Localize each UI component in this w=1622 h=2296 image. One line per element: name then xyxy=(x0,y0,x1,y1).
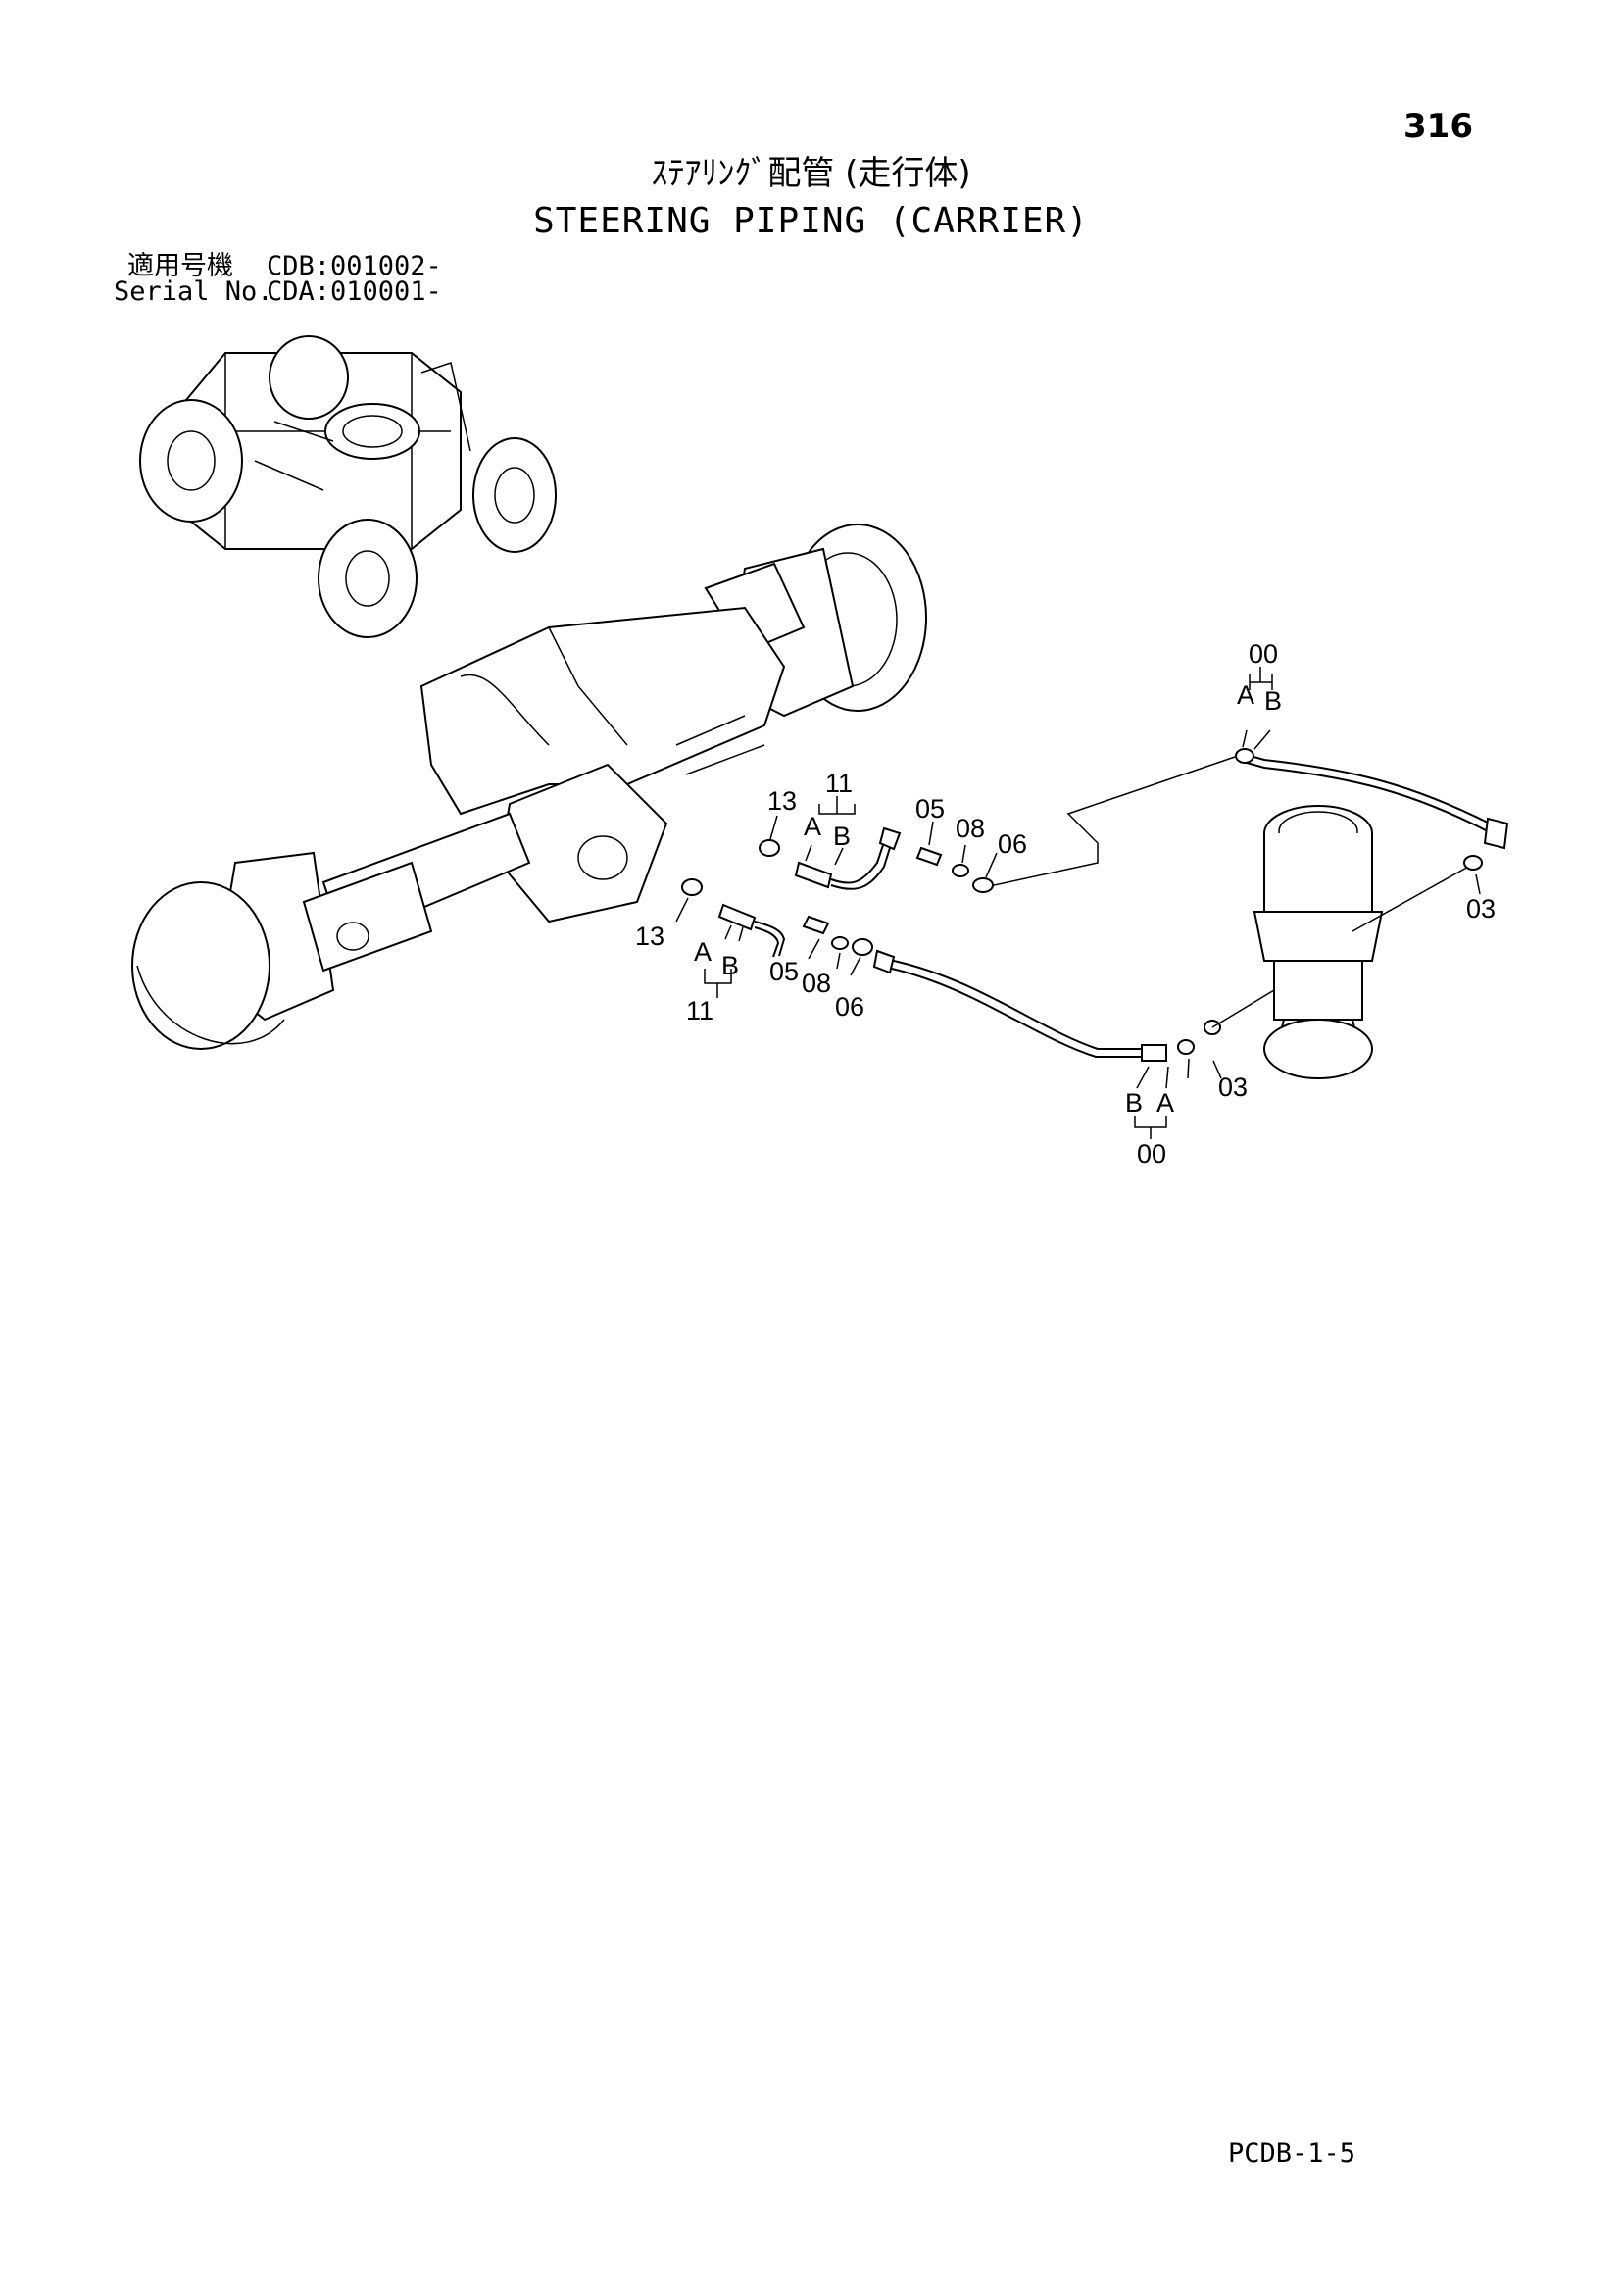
callout-right-elbow: 03 xyxy=(1466,894,1496,923)
callout-lower-oring: 08 xyxy=(802,969,831,998)
serial-label-jp: 適用号機 xyxy=(127,251,233,281)
swivel-joint-illustration xyxy=(1253,805,1384,1079)
callout-upper-oring: 08 xyxy=(956,814,985,843)
callout-upper-nut2: 06 xyxy=(998,829,1027,859)
serial-value-cda: CDA:010001- xyxy=(267,276,442,307)
callout-upper-fitting-group: 11 xyxy=(825,769,853,798)
callout-lower-nut: 13 xyxy=(635,922,664,951)
serial-label-en: Serial No. xyxy=(114,276,273,307)
right-hose-route-line xyxy=(1352,865,1471,932)
callout-upper-nut: 13 xyxy=(767,786,797,816)
serial-value-cdb: CDB:001002- xyxy=(267,251,442,281)
callout-lower-adapter: 05 xyxy=(769,957,799,986)
callout-top-hose-b: B xyxy=(1264,686,1282,716)
upper-hose-route-line xyxy=(984,756,1236,888)
callout-upper-fitting-b: B xyxy=(833,822,851,851)
callout-bottom-hose-group: 00 xyxy=(1137,1139,1166,1169)
right-elbow-fitting xyxy=(1463,855,1483,871)
callout-lower-nut2: 06 xyxy=(835,992,864,1022)
lower-hose xyxy=(872,949,1221,1062)
callout-upper-fitting-a: A xyxy=(804,812,821,841)
lower-hose-route-line xyxy=(1211,989,1275,1028)
carrier-overview-illustration xyxy=(139,335,557,638)
callout-bottom-hose-a: A xyxy=(1156,1088,1174,1118)
footer-code: PCDB-1-5 xyxy=(1228,2138,1356,2169)
callout-bottom-hose-b: B xyxy=(1125,1088,1143,1118)
title-english: STEERING PIPING (CARRIER) xyxy=(533,201,1089,241)
page-number: 316 xyxy=(1403,107,1473,146)
lower-fitting-assembly xyxy=(681,878,873,958)
callout-lower-fitting-b: B xyxy=(721,951,739,980)
callout-top-hose-group: 00 xyxy=(1249,639,1278,669)
upper-fitting-assembly xyxy=(759,826,994,893)
callout-lower-fitting-group: 11 xyxy=(686,996,713,1025)
callout-bottom-elbow: 03 xyxy=(1218,1073,1248,1102)
callout-top-hose-a: A xyxy=(1237,680,1254,710)
axle-illustration xyxy=(131,524,927,1050)
upper-hose xyxy=(1235,748,1509,850)
title-japanese: ｽﾃｱﾘﾝｸﾞ配管 (走行体) xyxy=(651,154,971,193)
callout-upper-adapter: 05 xyxy=(915,794,945,824)
leader-lines xyxy=(675,667,1481,1139)
callout-lower-fitting-a: A xyxy=(694,937,712,967)
